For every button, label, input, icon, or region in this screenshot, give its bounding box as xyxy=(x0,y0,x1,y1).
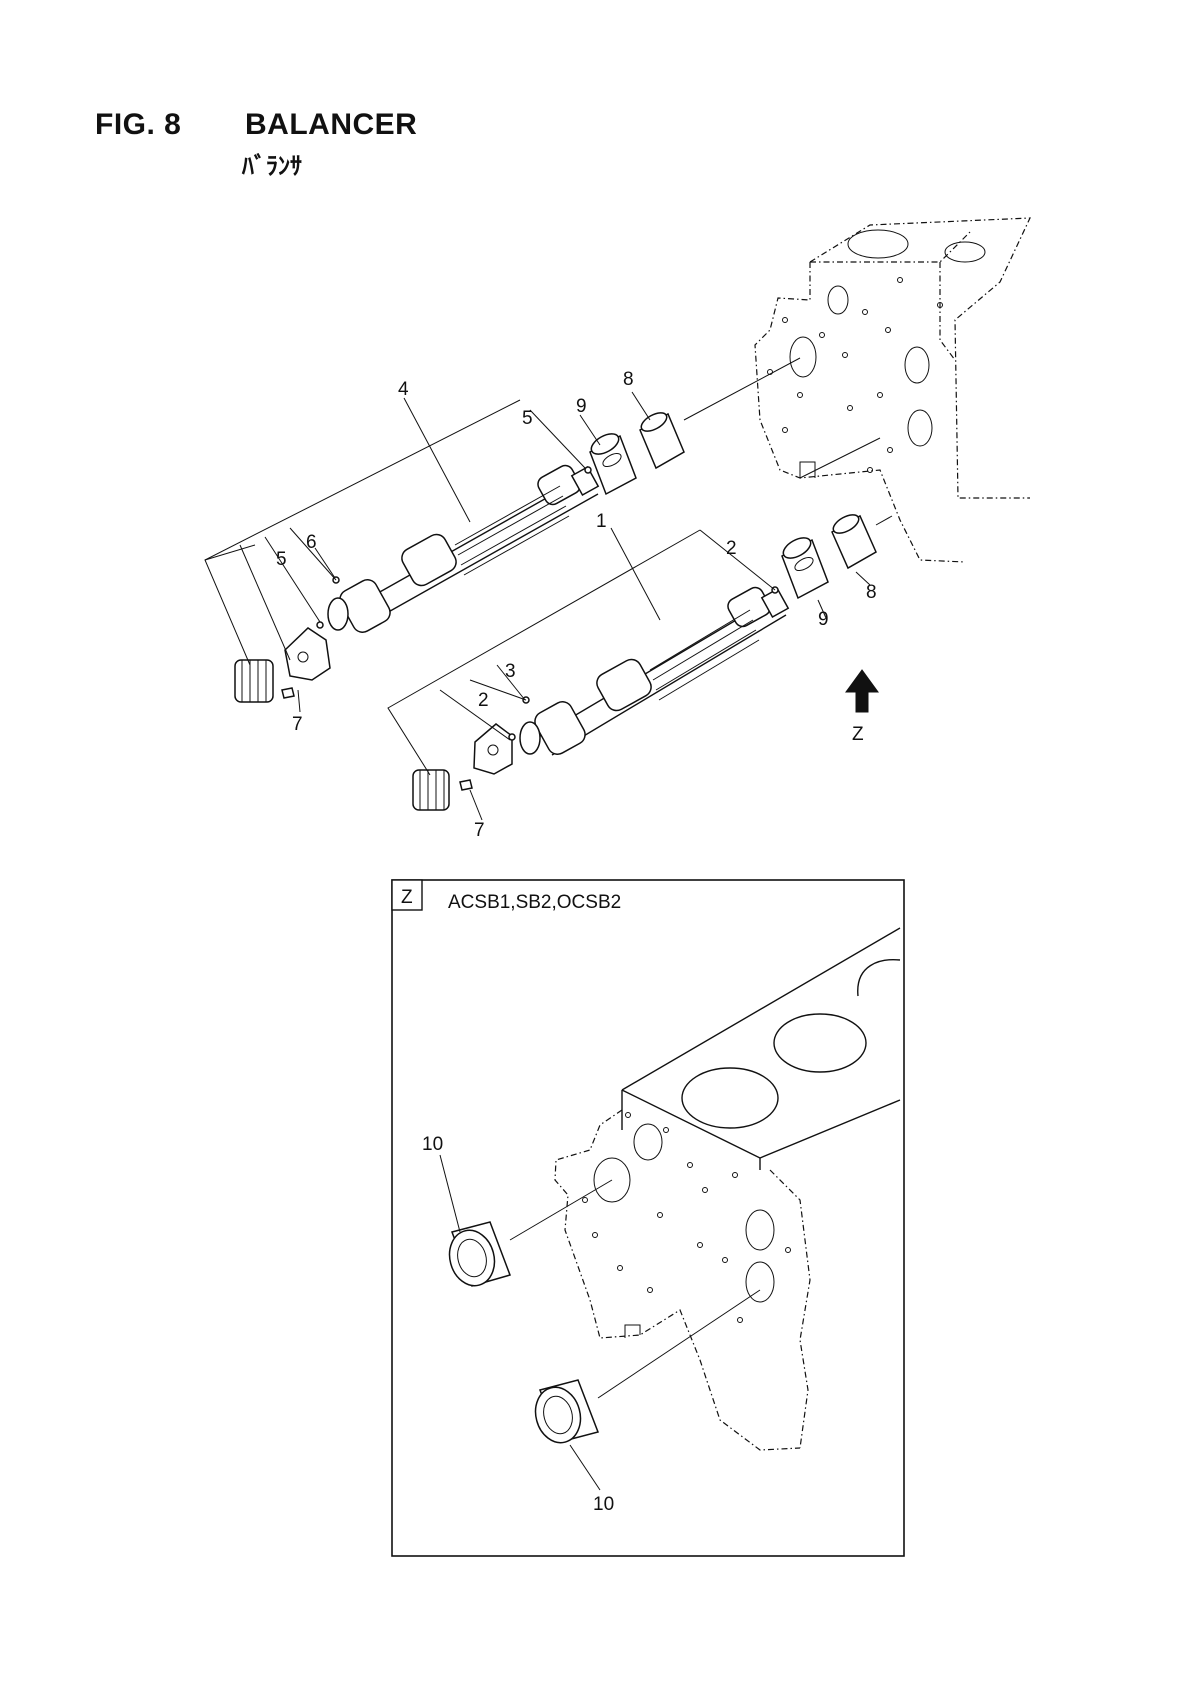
view-z-arrow-label: Z xyxy=(852,724,864,745)
figure-number: FIG. 8 xyxy=(95,108,182,141)
bolt-lower xyxy=(459,779,473,791)
callout-9-upper: 9 xyxy=(576,396,587,417)
seal-9-upper xyxy=(589,433,637,496)
seal-9-lower xyxy=(781,537,829,600)
plug-axis-lower xyxy=(597,1289,761,1399)
callout-5-upper: 5 xyxy=(522,408,533,429)
applicable-models: ACSB1,SB2,OCSB2 xyxy=(448,892,621,913)
engine-block-top xyxy=(754,217,1031,563)
detail-view-frame xyxy=(391,879,905,1557)
callout-9-lower: 9 xyxy=(818,609,829,630)
balancer-gear-upper xyxy=(234,659,274,703)
balancer-shaft-upper xyxy=(327,464,600,633)
callout-8-upper: 8 xyxy=(623,369,634,390)
balancer-shaft-lower xyxy=(519,586,790,756)
plug-axis-upper xyxy=(509,1179,613,1241)
view-z-arrow xyxy=(845,669,879,713)
figure-title: BALANCER xyxy=(245,108,418,141)
callout-2-lower: 2 xyxy=(478,690,489,711)
callout-10-upper: 10 xyxy=(422,1134,443,1155)
callout-4: 4 xyxy=(398,379,409,400)
bolt-upper xyxy=(281,687,295,699)
thrust-plate-lower xyxy=(473,723,513,775)
callout-2-upper: 2 xyxy=(726,538,737,559)
balancer-gear-lower xyxy=(412,769,450,811)
axis-line-lower xyxy=(875,515,893,526)
callout-8-lower: 8 xyxy=(866,582,877,603)
bushing-8-upper xyxy=(639,412,685,470)
callout-1: 1 xyxy=(596,511,607,532)
plug-10-lower xyxy=(534,1379,600,1444)
thrust-plate-upper xyxy=(284,627,331,681)
callout-10-lower: 10 xyxy=(593,1494,614,1515)
engine-block-detail xyxy=(554,927,901,1451)
callout-6: 6 xyxy=(306,532,317,553)
detail-view-z: Z ACSB1,SB2,OCSB2 xyxy=(391,879,905,1557)
callout-3: 3 xyxy=(505,661,516,682)
axis-line-upper xyxy=(683,357,801,421)
bushing-8-lower xyxy=(831,514,877,570)
callout-7-upper: 7 xyxy=(292,714,303,735)
plug-10-upper xyxy=(448,1221,511,1287)
view-letter-box xyxy=(391,879,423,911)
figure-subtitle-jp: ﾊﾞﾗﾝｻ xyxy=(242,153,302,180)
callout-7-lower: 7 xyxy=(474,820,485,841)
view-letter: Z xyxy=(401,887,413,908)
leader-lines xyxy=(204,391,871,821)
callout-5-lower: 5 xyxy=(276,549,287,570)
